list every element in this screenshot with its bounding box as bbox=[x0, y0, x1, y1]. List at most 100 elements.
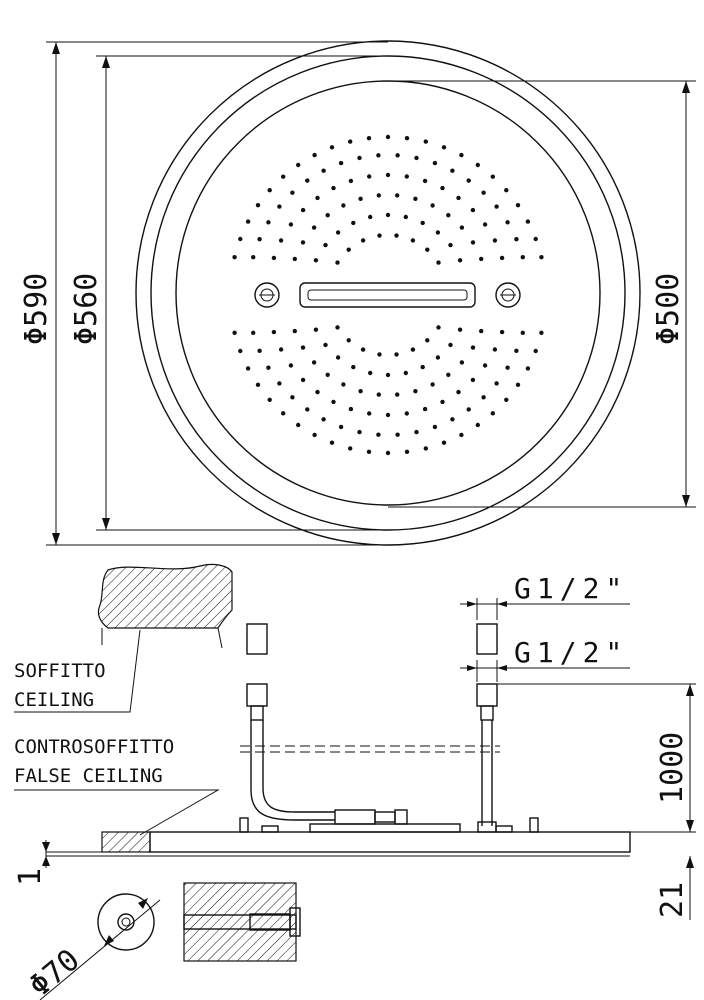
nozzle-dot bbox=[232, 255, 237, 260]
nozzle-dot bbox=[348, 178, 354, 184]
nozzle-dot bbox=[441, 145, 447, 150]
nozzle-dot bbox=[323, 242, 328, 248]
nozzle-dot bbox=[348, 406, 354, 412]
nozzle-dot bbox=[470, 207, 476, 213]
shower-head-body bbox=[149, 831, 631, 853]
nozzle-dot bbox=[410, 347, 416, 352]
nozzle-dot bbox=[251, 330, 256, 335]
nozzle-dot bbox=[376, 153, 381, 158]
nozzle-dot bbox=[425, 247, 430, 252]
nozzle-dot bbox=[385, 134, 391, 140]
nozzle-dot bbox=[312, 152, 317, 158]
nozzle-dot bbox=[385, 450, 391, 456]
label-false-ceiling-it: CONTROSOFFITTO bbox=[14, 736, 174, 758]
nozzle-dot bbox=[315, 195, 320, 201]
nozzle-dot bbox=[385, 212, 391, 218]
center-slot bbox=[299, 282, 476, 308]
nozzle-dot bbox=[305, 407, 310, 412]
nozzle-dot bbox=[499, 255, 505, 261]
nozzle-dot bbox=[358, 389, 363, 394]
nozzle-dot bbox=[245, 366, 251, 371]
nozzle-dot bbox=[385, 172, 391, 178]
nozzle-dot bbox=[325, 372, 330, 377]
dim-thread-bottom: G1/2" bbox=[514, 636, 628, 669]
nozzle-dot bbox=[436, 260, 441, 265]
nozzle-dot bbox=[376, 392, 381, 397]
nozzle-dot bbox=[311, 225, 317, 230]
nozzle-dot bbox=[515, 203, 521, 208]
nozzle-dot bbox=[325, 213, 330, 218]
nozzle-dot bbox=[423, 139, 428, 144]
nozzle-dot bbox=[281, 411, 286, 416]
nozzle-dot bbox=[366, 449, 372, 454]
nozzle-dot bbox=[281, 174, 286, 179]
nozzle-dot bbox=[482, 363, 488, 368]
nozzle-dot bbox=[539, 330, 544, 335]
nozzle-dot bbox=[292, 256, 297, 262]
label-false-ceiling-en: FALSE CEILING bbox=[14, 765, 163, 787]
nozzle-dot bbox=[300, 345, 306, 350]
nozzle-dot bbox=[420, 220, 425, 226]
nozzle-dot bbox=[432, 160, 438, 166]
nozzle-dot bbox=[492, 238, 498, 243]
nozzle-dot bbox=[441, 440, 447, 445]
nozzle-dot bbox=[459, 225, 465, 230]
nozzle-dot bbox=[315, 389, 320, 395]
nozzle-dot bbox=[323, 342, 328, 348]
nozzle-dot bbox=[533, 348, 538, 354]
nozzle-dot bbox=[329, 145, 335, 150]
nozzle-dot bbox=[446, 213, 451, 218]
nozzle-dot bbox=[394, 233, 399, 238]
nozzle-dot bbox=[448, 342, 453, 348]
nozzle-dot bbox=[422, 406, 428, 412]
dim-thickness: 21 bbox=[655, 882, 690, 918]
nozzle-dot bbox=[533, 236, 538, 242]
nozzle-dot bbox=[414, 155, 419, 161]
nozzle-dot bbox=[539, 255, 544, 260]
nozzle-dot bbox=[338, 424, 344, 430]
nozzle-dot bbox=[338, 160, 344, 166]
nozzle-dot bbox=[404, 411, 409, 416]
nozzle-dot bbox=[440, 185, 445, 191]
nozzle-dot bbox=[271, 329, 277, 335]
nozzle-field bbox=[232, 134, 544, 456]
nozzle-dot bbox=[459, 360, 465, 365]
nozzle-dot bbox=[450, 417, 455, 422]
nozzle-dot bbox=[271, 255, 277, 261]
nozzle-dot bbox=[450, 168, 455, 173]
nozzle-dot bbox=[313, 327, 319, 332]
nozzle-dot bbox=[482, 222, 488, 227]
nozzle-dot bbox=[358, 196, 363, 201]
nozzle-dot bbox=[335, 355, 341, 360]
dim-hose-length: 1000 bbox=[655, 732, 690, 804]
nozzle-dot bbox=[288, 222, 294, 227]
nozzle-dot bbox=[413, 196, 418, 201]
nozzle-dot bbox=[238, 348, 243, 354]
nozzle-dot bbox=[395, 432, 400, 437]
mid-ring bbox=[150, 55, 626, 531]
nozzle-dot bbox=[348, 139, 353, 144]
nozzle-dot bbox=[395, 392, 400, 397]
nozzle-dot bbox=[404, 174, 409, 179]
nozzle-dot bbox=[475, 162, 480, 168]
nozzle-dot bbox=[266, 365, 271, 370]
nozzle-dot bbox=[432, 424, 438, 430]
nozzle-dot bbox=[479, 328, 484, 334]
nozzle-dot bbox=[357, 155, 362, 161]
nozzle-dot bbox=[367, 411, 372, 416]
nozzle-dot bbox=[470, 345, 476, 350]
nozzle-dot bbox=[505, 365, 510, 370]
dim-mid-diameter: Φ560 bbox=[69, 273, 104, 345]
nozzle-dot bbox=[459, 152, 464, 158]
nozzle-dot bbox=[313, 258, 319, 263]
false-ceiling-slab bbox=[101, 831, 151, 853]
nozzle-dot bbox=[525, 219, 531, 224]
nozzle-dot bbox=[290, 395, 295, 400]
nozzle-dot bbox=[440, 399, 445, 405]
nozzle-dot bbox=[341, 203, 346, 208]
nozzle-dot bbox=[257, 348, 262, 353]
nozzle-dot bbox=[430, 203, 435, 208]
nozzle-dot bbox=[251, 255, 256, 260]
nozzle-dot bbox=[238, 236, 243, 242]
